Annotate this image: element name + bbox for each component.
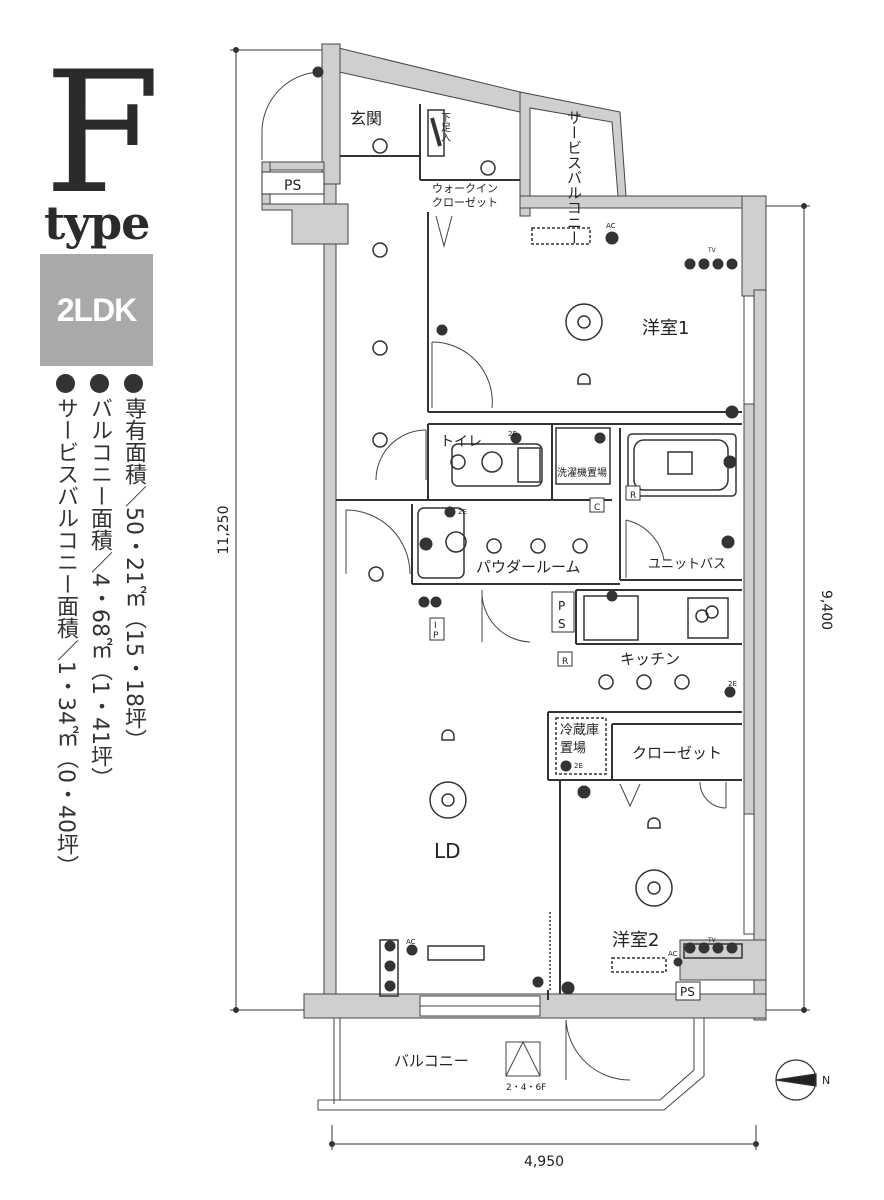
type-word: type bbox=[44, 196, 150, 250]
marker-ip-p: P bbox=[433, 631, 439, 641]
marker-tv-1: TV bbox=[707, 247, 717, 254]
label-entrance: 玄関 bbox=[350, 109, 382, 128]
label-western-room-2: 洋室2 bbox=[612, 930, 659, 951]
area-text-balcony: バルコニー面積／4・68㎡（1・41坪） bbox=[87, 397, 112, 789]
label-unit-bath: ユニットバス bbox=[648, 557, 726, 572]
label-western-room-1: 洋室1 bbox=[642, 318, 689, 339]
compass-north-label: N bbox=[822, 1074, 830, 1087]
area-item-exclusive: 専有面積／50・21㎡（15・18坪） bbox=[118, 374, 148, 877]
label-washer: 洗濯機置場 bbox=[557, 466, 607, 479]
marker-tv-2: TV bbox=[707, 937, 717, 944]
marker-ac-2: AC bbox=[406, 938, 416, 946]
dim-height-partial: 9,400 bbox=[818, 590, 834, 630]
label-wic-line1: ウォークイン bbox=[432, 182, 498, 195]
label-ps-kitchen-s: S bbox=[558, 617, 566, 631]
label-fridge-line2: 置場 bbox=[560, 741, 586, 756]
dim-height-total: 11,250 bbox=[216, 506, 232, 555]
label-shoe-box: 下足入 bbox=[439, 112, 451, 142]
label-balcony: バルコニー bbox=[394, 1052, 469, 1070]
label-ld: LD bbox=[434, 839, 461, 863]
compass-icon bbox=[775, 1059, 817, 1101]
marker-ac-3: AC bbox=[668, 950, 678, 958]
label-closet: クローゼット bbox=[632, 744, 722, 762]
label-powder-room: パウダールーム bbox=[476, 558, 581, 576]
windows bbox=[419, 295, 755, 1017]
ceiling-lights bbox=[368, 138, 690, 907]
type-letter: F bbox=[44, 35, 161, 231]
label-kitchen: キッチン bbox=[620, 650, 680, 668]
bullet-icon bbox=[89, 374, 109, 393]
marker-2e-2: 2E bbox=[458, 508, 467, 516]
area-item-balcony: バルコニー面積／4・68㎡（1・41坪） bbox=[84, 374, 114, 877]
label-service-balcony: サービスバルコニー bbox=[565, 110, 583, 245]
fixtures bbox=[379, 109, 743, 997]
interior-walls bbox=[336, 104, 742, 1000]
marker-c: C bbox=[594, 503, 600, 513]
outer-walls bbox=[261, 43, 767, 1021]
marker-r-1: R bbox=[630, 491, 636, 501]
area-list: 専有面積／50・21㎡（15・18坪） バルコニー面積／4・68㎡（1・41坪）… bbox=[50, 374, 148, 877]
bullet-icon bbox=[123, 374, 143, 393]
label-fridge-line1: 冷蔵庫 bbox=[560, 723, 599, 738]
label-toilet: トイレ bbox=[440, 434, 482, 450]
door-swings bbox=[261, 71, 727, 1081]
area-text-exclusive: 専有面積／50・21㎡（15・18坪） bbox=[121, 397, 146, 751]
label-wic-line2: クローゼット bbox=[432, 196, 498, 209]
room-labels: 玄関 下足入 サービスバルコニー PS ウォークイン クローゼット 洋室1 トイ… bbox=[216, 109, 834, 1170]
label-ps-bottom: PS bbox=[680, 985, 695, 999]
bullet-icon bbox=[55, 374, 75, 393]
outlets bbox=[312, 66, 739, 995]
area-item-service-balcony: サービスバルコニー面積／1・34㎡（0・40坪） bbox=[50, 374, 80, 877]
marker-2e-1: 2E bbox=[508, 430, 517, 438]
layout-badge: 2LDK bbox=[40, 254, 153, 366]
label-ps-top: PS bbox=[284, 178, 301, 194]
marker-2e-4: 2E bbox=[728, 680, 737, 688]
label-ps-kitchen-p: P bbox=[558, 599, 565, 613]
area-text-service-balcony: サービスバルコニー面積／1・34㎡（0・40坪） bbox=[53, 397, 78, 877]
marker-boxes bbox=[261, 171, 701, 1001]
marker-ip-i: I bbox=[434, 621, 437, 631]
marker-2e-3: 2E bbox=[574, 762, 583, 770]
balcony-area bbox=[317, 1018, 705, 1111]
marker-r-2: R bbox=[562, 657, 568, 667]
layout-badge-text: 2LDK bbox=[56, 291, 138, 328]
dim-width: 4,950 bbox=[524, 1154, 564, 1170]
label-floors-note: 2・4・6F bbox=[506, 1083, 546, 1093]
marker-ac-1: AC bbox=[606, 222, 616, 230]
closet-door-marks bbox=[435, 215, 641, 808]
